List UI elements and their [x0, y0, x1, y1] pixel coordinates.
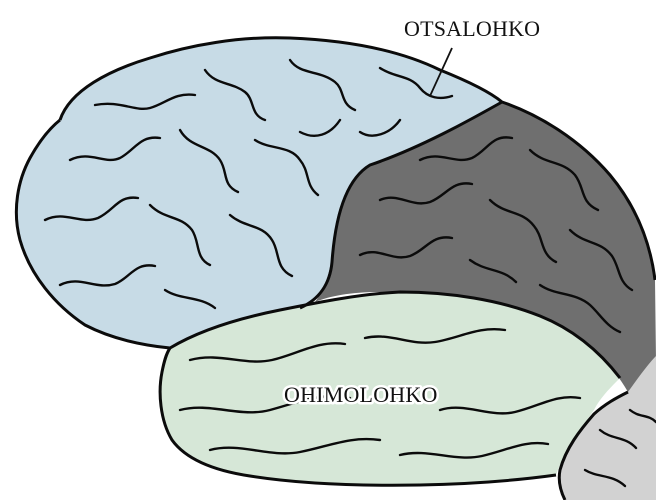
temporal-lobe-label: OHIMOLOHKO: [284, 382, 438, 407]
frontal-lobe-label: OTSALOHKO: [404, 16, 540, 41]
